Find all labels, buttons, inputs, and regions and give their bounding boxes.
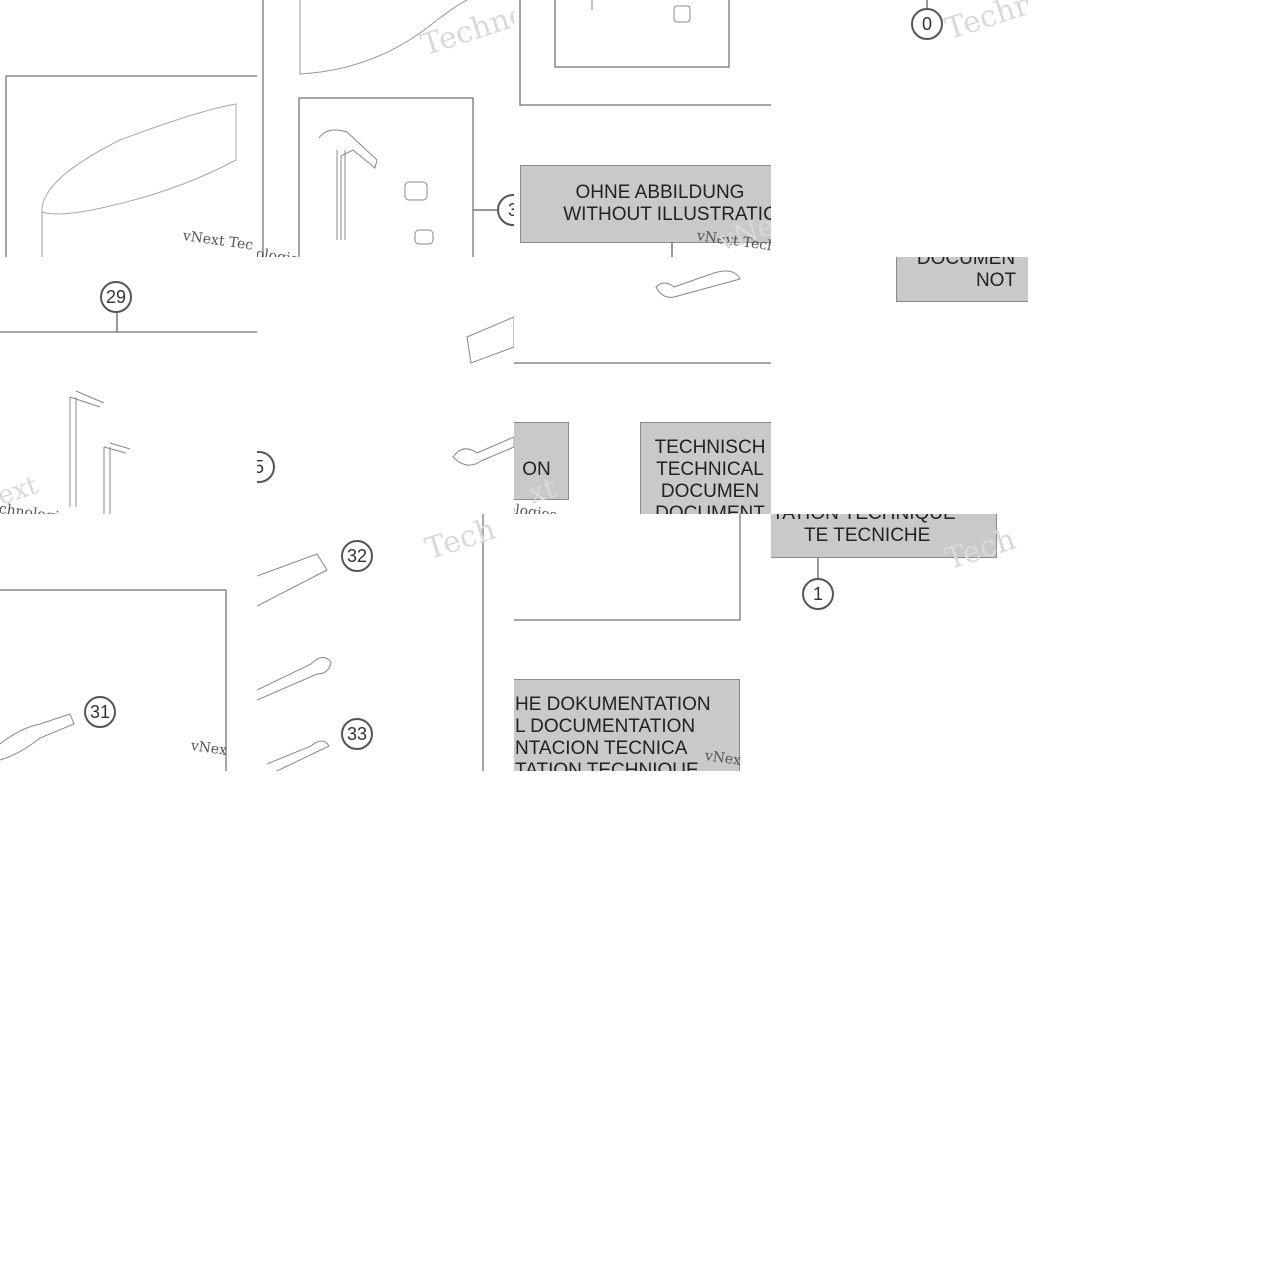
label-line: DOCUMEN	[660, 481, 760, 502]
tool-drawing	[262, 0, 497, 257]
label-line: HE DOKUMENTATION	[515, 694, 711, 715]
label-tech-doc-a: TECHNISCH TECHNICAL DOCUMEN DOCUMENT	[640, 422, 771, 514]
label-tech-doc-c: TATION TECHNIQUE TE TECNICHE	[771, 514, 997, 558]
tile-r2-c3: TATION TECHNIQUE TE TECNICHE 1 Tech	[771, 514, 1028, 771]
tools-drawing	[257, 514, 484, 771]
tile-r1-c1: 5	[257, 257, 514, 514]
callout-leader	[817, 558, 819, 580]
tile-r0-c2: OHNE ABBILDUNG WITHOUT ILLUSTRATIC vNext…	[514, 0, 771, 257]
label-line: NOT	[975, 270, 1017, 291]
label-line: DOCUMEN	[916, 257, 1016, 269]
label-line: DOCUMENT	[655, 503, 765, 514]
label-line: TECHNICAL	[656, 459, 764, 480]
tile-r2-c1: 32 33 Tech	[257, 514, 514, 771]
tile-r0-c0: vNext Tec	[0, 0, 257, 257]
tile-r0-c3: 0 Techno	[771, 0, 1028, 257]
tile-r1-c3: DOCUMEN NOT	[771, 257, 1028, 514]
label-line: WITHOUT ILLUSTRATIC	[563, 204, 771, 225]
spanner-drawing	[514, 270, 771, 364]
label-line: L DOCUMENTATION	[515, 716, 696, 737]
label-tech-doc-b: HE DOKUMENTATION L DOCUMENTATION NTACION…	[514, 679, 740, 771]
callout-32: 32	[341, 540, 373, 572]
allen-keys-drawing	[0, 313, 257, 514]
tile-r2-c2: HE DOKUMENTATION L DOCUMENTATION NTACION…	[514, 514, 771, 771]
wrench-drawing	[257, 316, 514, 493]
hardware-drawing	[519, 0, 771, 257]
connector-drawing	[926, 0, 928, 8]
label-line: TATION TECHNIQUE	[772, 514, 996, 525]
callout-29: 29	[100, 281, 132, 313]
callout-0: 0	[911, 8, 943, 40]
tile-r1-c2: ON TECHNISCH TECHNICAL DOCUMEN DOCUMENT …	[514, 257, 771, 514]
label-partial-on: ON	[514, 422, 569, 500]
tile-r2-c0: 31 vNex	[0, 514, 257, 771]
label-line: ON	[522, 459, 551, 480]
label-line: TE TECNICHE	[804, 525, 931, 546]
label-line: NTACION TECNICA	[515, 738, 688, 759]
callout-31: 31	[84, 696, 116, 728]
frame-drawing	[514, 514, 741, 621]
label-partial-doc: DOCUMEN NOT	[896, 257, 1028, 302]
tile-r0-c1: 3 Techno ologies	[257, 0, 514, 257]
label-line: TECHNISCH	[654, 437, 766, 458]
callout-33: 33	[341, 718, 373, 750]
callout-1: 1	[802, 578, 834, 610]
spanner-drawing	[0, 589, 227, 771]
label-no-illustration: OHNE ABBILDUNG WITHOUT ILLUSTRATIC	[520, 165, 771, 243]
label-line: TATION TECHNIQUE	[515, 760, 699, 771]
visor-drawing	[5, 75, 257, 257]
label-line: OHNE ABBILDUNG	[575, 182, 745, 203]
tile-r1-c0: 29 ext chnologies	[0, 257, 257, 514]
